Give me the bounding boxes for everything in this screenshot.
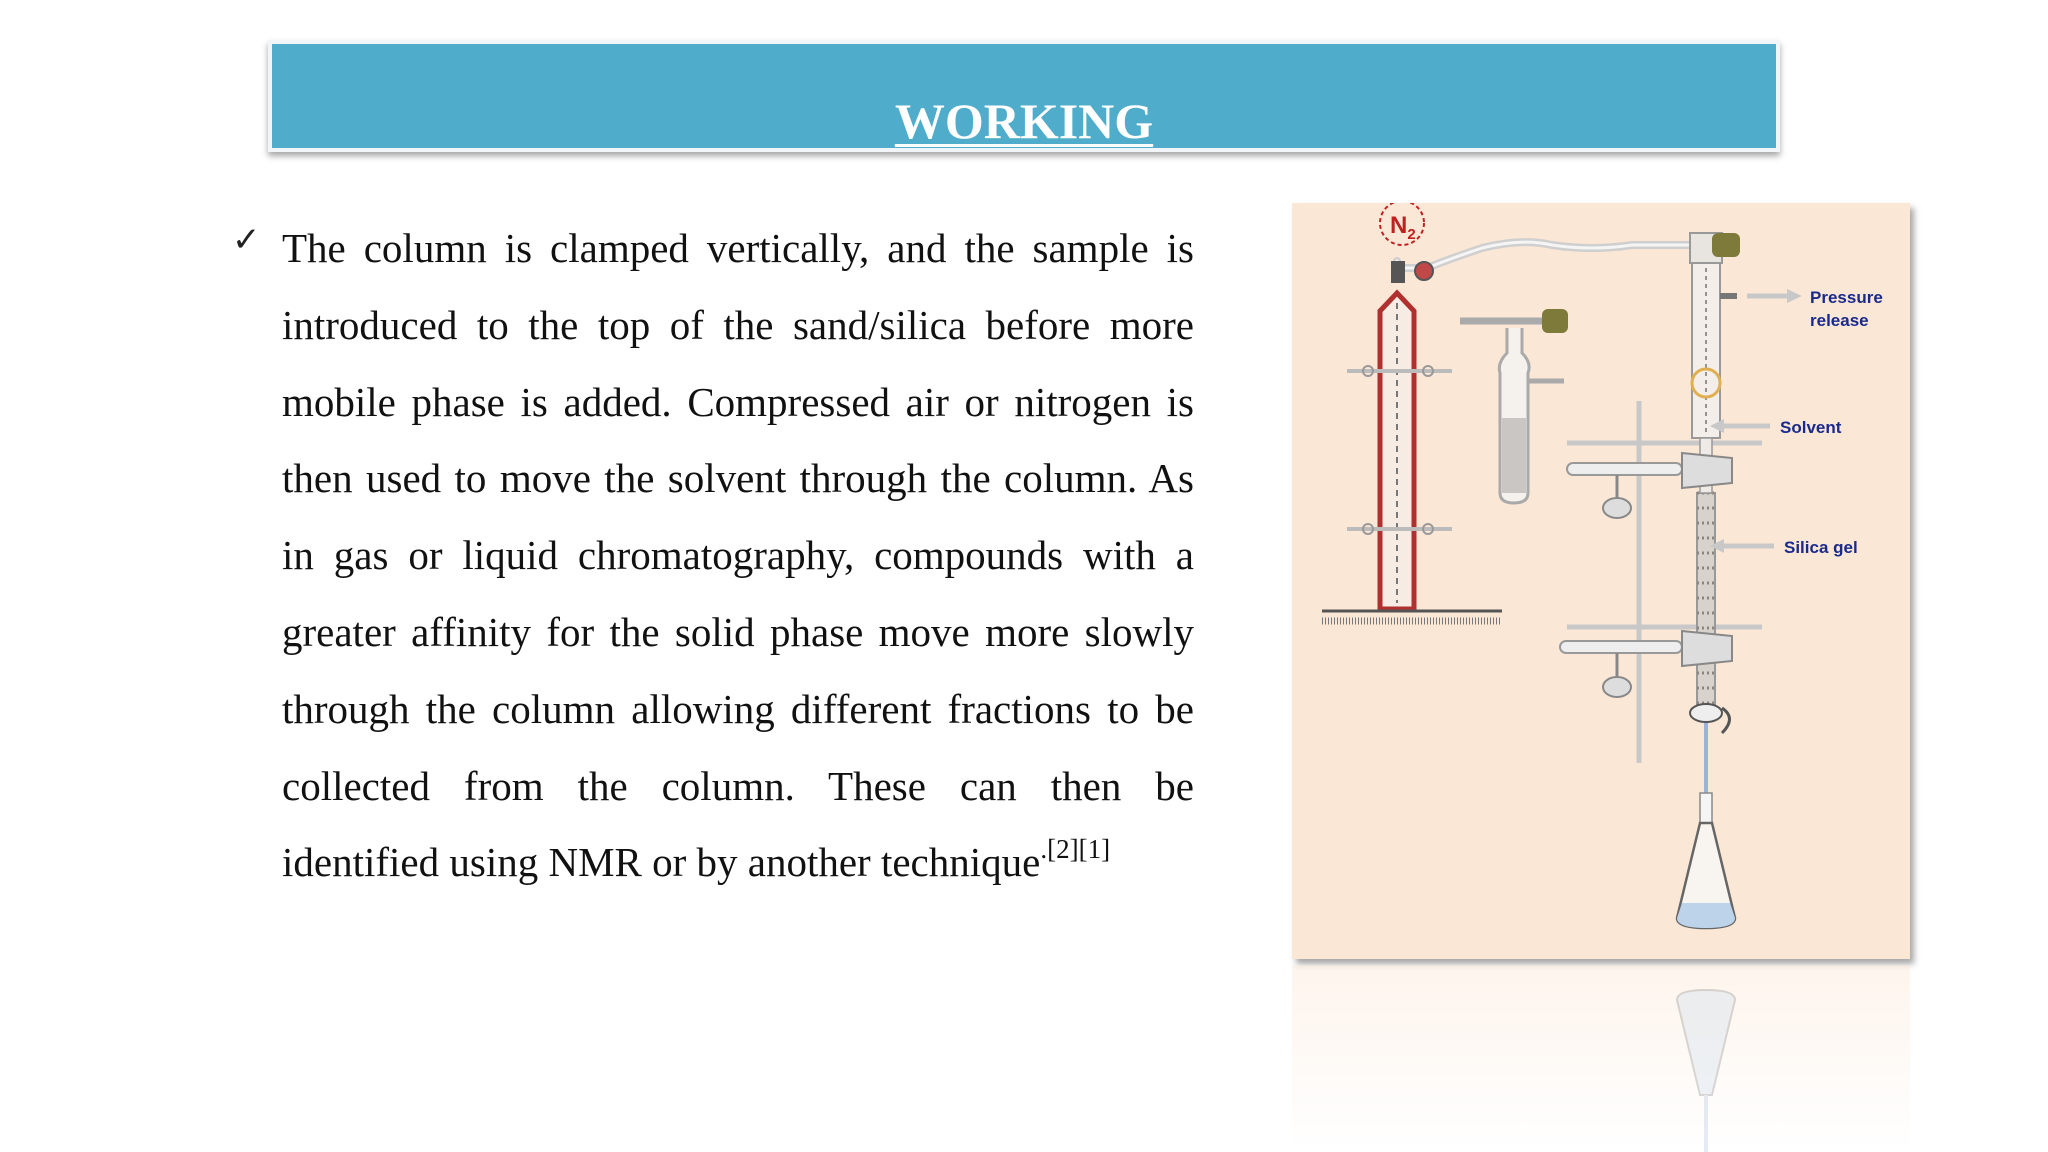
clamp-jaw-top	[1681, 451, 1733, 490]
label-solvent: Solvent	[1780, 418, 1842, 437]
stopcock	[1689, 703, 1723, 723]
check-mark-icon: ✓	[232, 220, 261, 260]
trap-stopper	[1542, 309, 1568, 333]
slide-title: WORKING	[894, 93, 1154, 149]
arrow-pressure-head	[1787, 289, 1802, 303]
clamp-knob-bottom	[1602, 676, 1632, 698]
label-pressure-line1: Pressure	[1810, 288, 1883, 307]
head-stopper	[1712, 233, 1740, 257]
reflection-drawing	[1675, 988, 1737, 1152]
arrow-solvent-head	[1710, 419, 1724, 433]
trap-liquid	[1502, 418, 1526, 493]
reflected-flask	[1675, 988, 1737, 1152]
label-pressure-line2: release	[1810, 311, 1869, 330]
figure-reflection	[1292, 965, 1910, 1152]
clamp-screw	[1422, 523, 1434, 535]
title-bar: WORKING	[268, 40, 1780, 152]
valve-knob	[1414, 261, 1434, 281]
flash-chromatography-diagram: N2	[1292, 203, 1910, 959]
collected-fraction	[1677, 903, 1735, 928]
label-silica: Silica gel	[1784, 538, 1858, 557]
gas-label-circle	[1379, 203, 1425, 246]
silica-bed	[1696, 492, 1716, 719]
clamp-screw	[1362, 365, 1374, 377]
clamp-jaw-bottom	[1681, 629, 1733, 668]
clamp-arm-top	[1566, 462, 1683, 476]
paragraph-text: The column is clamped vertically, and th…	[282, 225, 1194, 886]
reflected-flask-body	[1675, 988, 1737, 1096]
flask-neck	[1699, 792, 1713, 824]
gas-tube-inner	[1395, 240, 1714, 270]
reservoir-joint	[1690, 367, 1722, 399]
apparatus-drawing: N2	[1322, 203, 1883, 930]
citation: .[2][1]	[1040, 834, 1111, 865]
cylinder-valve	[1391, 261, 1405, 283]
clamp-screw	[1422, 365, 1434, 377]
stopcock-handle	[1720, 706, 1731, 735]
bullet-text-block: ✓ The column is clamped vertically, and …	[232, 210, 1194, 901]
clamp-knob-top	[1602, 497, 1632, 519]
bullet-paragraph: The column is clamped vertically, and th…	[282, 210, 1194, 901]
arrow-silica-head	[1710, 539, 1724, 553]
gas-label: N2	[1390, 212, 1416, 243]
clamp-screw	[1362, 523, 1374, 535]
clamp-arm-bottom	[1559, 640, 1683, 654]
